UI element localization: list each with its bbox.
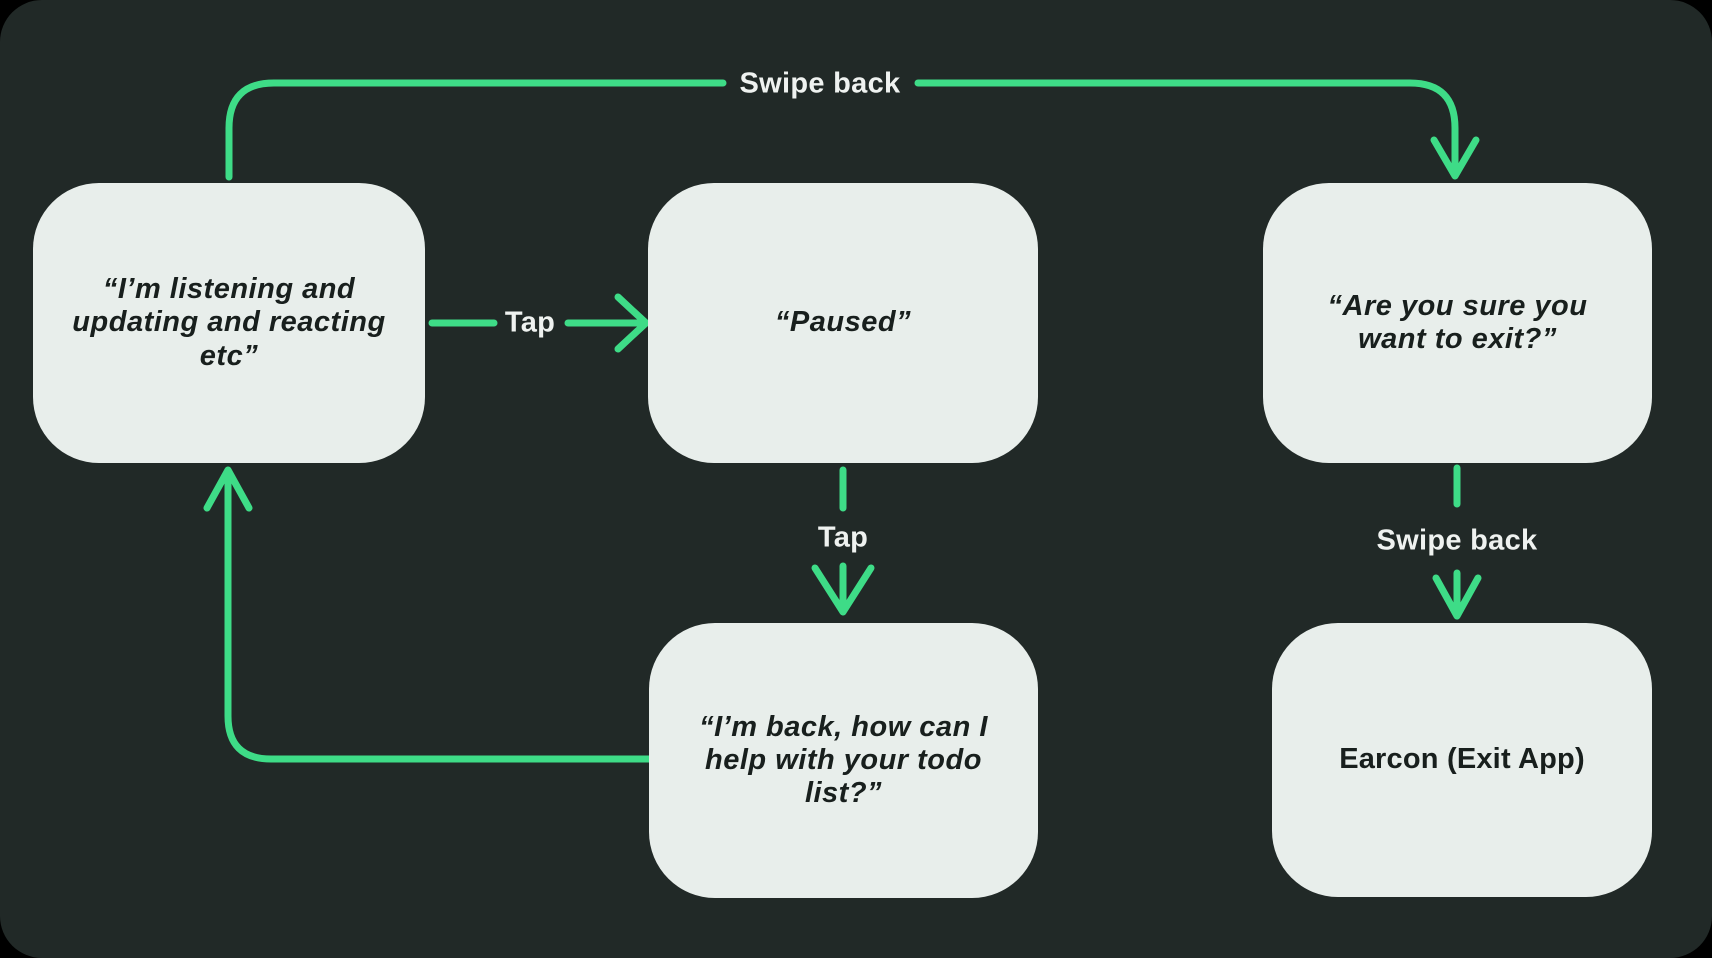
arrowhead-up-icon — [203, 466, 253, 512]
arrowhead-right-icon — [614, 293, 650, 353]
edge-listening-to-exit-confirm-right — [914, 79, 1459, 174]
node-earcon-exit-state: Earcon (Exit App) — [1272, 623, 1652, 897]
edge-label-tap-horizontal: Tap — [504, 306, 556, 339]
arrowhead-down-icon — [811, 564, 875, 616]
node-listening-state: “I’m listening and updating and reacting… — [33, 183, 425, 463]
edge-label-swipe-back-top: Swipe back — [739, 67, 901, 100]
arrowhead-down-icon — [1430, 136, 1480, 180]
arrowhead-down-icon — [1432, 574, 1482, 620]
node-paused-state: “Paused” — [648, 183, 1038, 463]
edge-back-to-listening — [224, 472, 653, 763]
node-exit-confirm-state: “Are you sure you want to exit?” — [1263, 183, 1652, 463]
edge-label-swipe-back-vertical: Swipe back — [1376, 524, 1538, 557]
edge-listening-to-exit-confirm-left — [225, 79, 727, 181]
edge-label-tap-vertical: Tap — [817, 521, 869, 554]
node-back-from-pause-state: “I’m back, how can I help with your todo… — [649, 623, 1038, 898]
